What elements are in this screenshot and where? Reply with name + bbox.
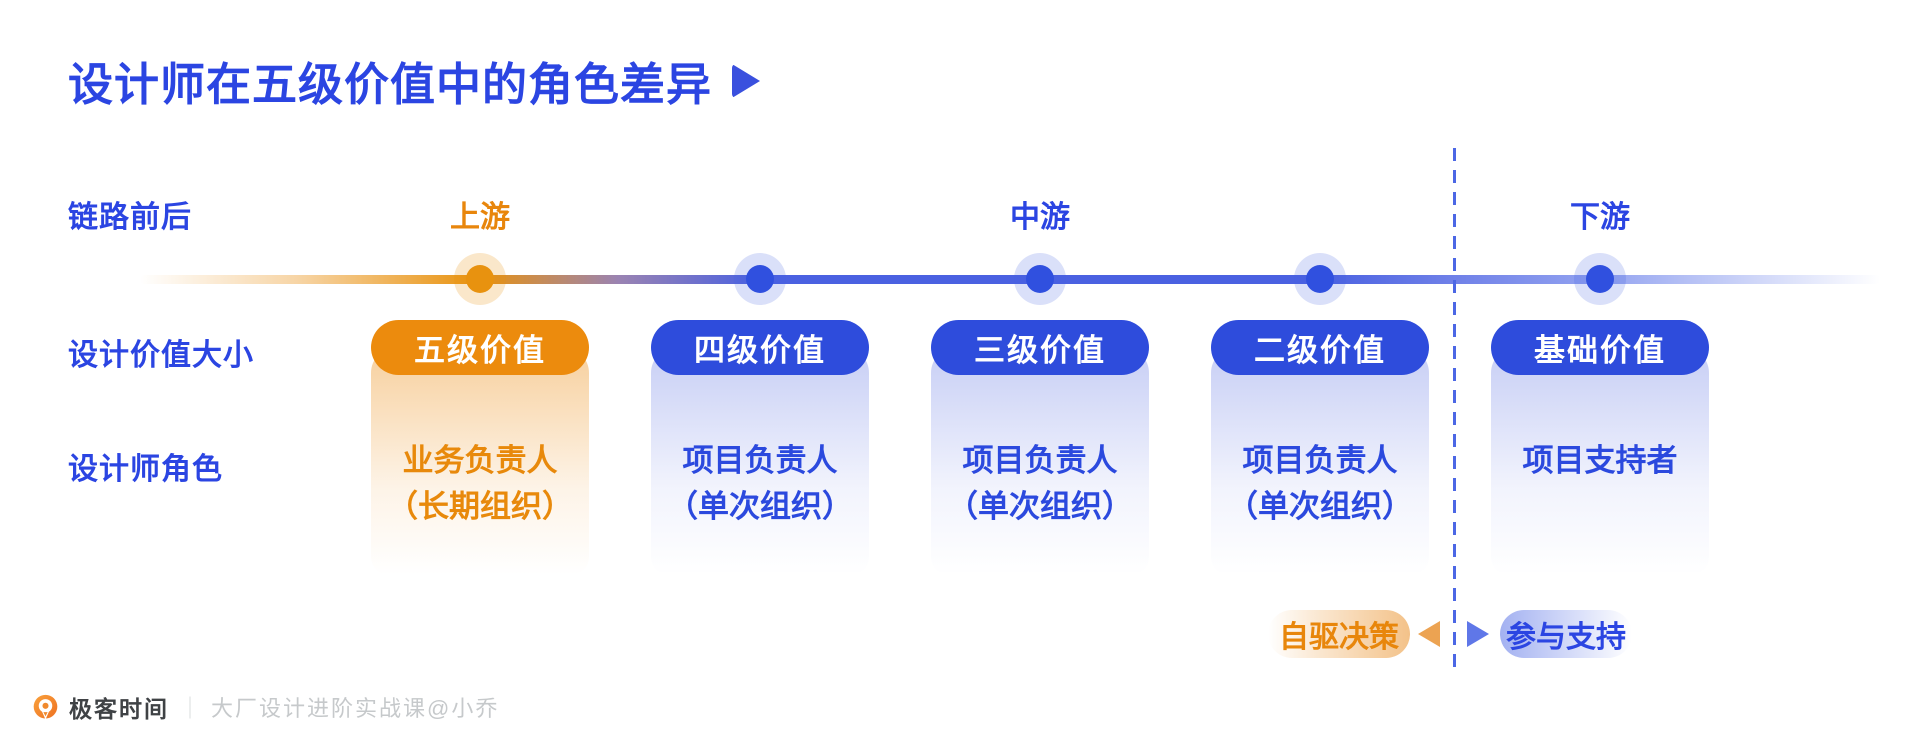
role-line2: （单次组织） [947, 489, 1133, 524]
row-label-chain: 链路前后 [68, 201, 192, 234]
role-line2: （单次组织） [1227, 489, 1413, 524]
stream-label-upstream: 上游 [450, 201, 510, 234]
row-label-value-size: 设计价值大小 [68, 339, 254, 372]
timeline-dot-2 [734, 253, 786, 305]
timeline-dot-core-5 [1586, 265, 1614, 293]
role-text-level2: 项目负责人 （单次组织） [1211, 438, 1429, 530]
timeline-gradient-bar [140, 275, 1880, 284]
value-pill-basic: 基础价值 [1491, 320, 1709, 375]
role-line2: （单次组织） [667, 489, 853, 524]
play-triangle-icon [732, 63, 761, 98]
role-text-level3: 项目负责人 （单次组织） [931, 438, 1149, 530]
footer-watermark: 极客时间 ｜ 大厂设计进阶实战课@小乔 [32, 690, 499, 724]
stream-label-midstream: 中游 [1010, 201, 1070, 234]
dashed-divider-line [1453, 148, 1456, 672]
row-label-designer-role: 设计师角色 [68, 453, 223, 486]
legend-participate-label: 参与支持 [1506, 621, 1626, 654]
timeline-dot-1 [454, 253, 506, 305]
geektime-logo-icon [33, 694, 58, 719]
stream-label-downstream: 下游 [1570, 201, 1630, 234]
timeline-dot-core-3 [1026, 265, 1054, 293]
role-line2: （长期组织） [387, 489, 573, 524]
role-line1: 业务负责人 [402, 443, 558, 478]
role-line1: 项目支持者 [1522, 443, 1678, 478]
value-panel-level5 [371, 347, 589, 575]
value-panel-level4 [651, 347, 869, 575]
brand-name: 极客时间 [69, 696, 169, 722]
value-pill-level5: 五级价值 [371, 320, 589, 375]
timeline-dot-core-1 [466, 265, 494, 293]
timeline-dot-4 [1294, 253, 1346, 305]
timeline-dot-3 [1014, 253, 1066, 305]
page-title: 设计师在五级价值中的角色差异 [68, 59, 713, 110]
value-pill-level4: 四级价值 [651, 320, 869, 375]
timeline-dot-5 [1574, 253, 1626, 305]
role-text-basic: 项目支持者 [1491, 438, 1709, 484]
page-header: 设计师在五级价值中的角色差异 [68, 48, 761, 113]
timeline-dot-core-2 [746, 265, 774, 293]
role-line1: 项目负责人 [682, 443, 838, 478]
legend-self-driven-label: 自驱决策 [1279, 621, 1399, 654]
course-credit: 大厂设计进阶实战课@小乔 [211, 696, 500, 721]
value-pill-level3: 三级价值 [931, 320, 1149, 375]
value-panel-basic [1491, 347, 1709, 575]
legend-self-driven-bubble: 自驱决策 [1268, 610, 1410, 658]
role-line1: 项目负责人 [1242, 443, 1398, 478]
arrow-left-icon [1418, 621, 1440, 647]
value-pill-level2: 二级价值 [1211, 320, 1429, 375]
legend-participate-bubble: 参与支持 [1500, 610, 1632, 658]
timeline-dot-core-4 [1306, 265, 1334, 293]
value-panel-level2 [1211, 347, 1429, 575]
role-line1: 项目负责人 [962, 443, 1118, 478]
value-panel-level3 [931, 347, 1149, 575]
role-text-level4: 项目负责人 （单次组织） [651, 438, 869, 530]
arrow-right-icon [1467, 621, 1489, 647]
role-text-level5: 业务负责人 （长期组织） [371, 438, 589, 530]
footer-divider: ｜ [179, 696, 202, 721]
